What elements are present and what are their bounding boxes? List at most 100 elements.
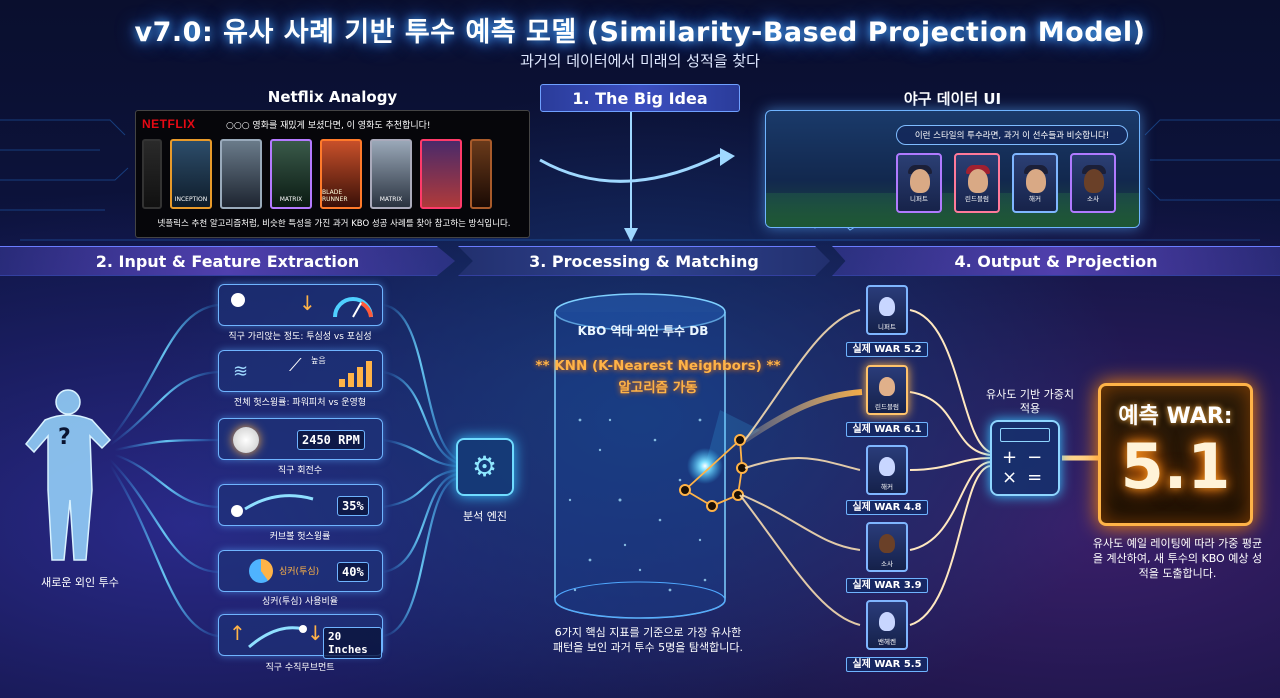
calculator-keys: +−×= bbox=[1002, 447, 1053, 488]
neighbor-card: 린드블럼 bbox=[866, 365, 908, 415]
prediction-box bbox=[1098, 383, 1253, 526]
neighbor-name: 니퍼트 bbox=[878, 323, 896, 331]
sinker-usage-value: 40% bbox=[337, 562, 369, 582]
neighbor-card: 해커 bbox=[866, 445, 908, 495]
output-description: 유사도 예일 레이팅에 따라 가중 평균을 계산하여, 새 투수의 KBO 예상… bbox=[1092, 537, 1263, 580]
feature-label: 커브볼 헛스윙률 bbox=[269, 532, 331, 542]
bat-icon: ⟋ bbox=[289, 355, 302, 376]
movie-poster: BLADE RUNNER bbox=[320, 139, 362, 209]
section-big-idea-banner: 1. The Big Idea bbox=[540, 84, 740, 112]
feature-whiff-rate: ≋ ⟋ 높음 bbox=[218, 350, 383, 392]
knn-algorithm-subtitle: 알고리즘 가동 bbox=[618, 380, 698, 396]
spin-rate-value: 2450 RPM bbox=[297, 430, 365, 450]
arrow-down-icon: ↓ bbox=[307, 621, 324, 645]
curveball-icon bbox=[231, 494, 314, 517]
database-description: 6가지 핵심 지표를 기준으로 가장 유사한 패턴을 보인 과거 투수 5명을 … bbox=[553, 626, 743, 654]
calculator-screen bbox=[1000, 428, 1050, 442]
netflix-panel: NETFLIX ○○○ 영화를 재밌게 보셨다면, 이 영화도 추천합니다! I… bbox=[135, 110, 530, 238]
player-card-name: 린드블럼 bbox=[965, 195, 989, 203]
section-input-banner: 2. Input & Feature Extraction bbox=[0, 246, 455, 276]
netflix-caption: ○○○ 영화를 재밌게 보셨다면, 이 영화도 추천합니다! bbox=[226, 121, 431, 131]
movie-poster bbox=[220, 139, 262, 209]
movie-poster: MATRIX bbox=[370, 139, 412, 209]
netflix-poster-row: INCEPTION MATRIX BLADE RUNNER MATRIX bbox=[142, 139, 526, 211]
neighbor-war: 실제 WAR 5.5 bbox=[846, 657, 928, 672]
curve-whiff-value: 35% bbox=[337, 496, 369, 516]
feature-fastball-sink: ↓ bbox=[218, 284, 383, 326]
new-pitcher-label: 새로운 외인 투수 bbox=[41, 576, 119, 589]
feature-spin-rate: 2450 RPM bbox=[218, 418, 383, 460]
player-card: 해커 bbox=[1012, 153, 1058, 213]
feature-label: 직구 수직무브먼트 bbox=[265, 663, 335, 673]
gauge-icon bbox=[333, 297, 373, 318]
neighbor-war: 실제 WAR 3.9 bbox=[846, 578, 928, 593]
player-avatar bbox=[968, 169, 988, 193]
wind-icon: ≋ bbox=[233, 361, 249, 382]
neighbor-war: 실제 WAR 4.8 bbox=[846, 500, 928, 515]
knn-algorithm-title: ** KNN (K-Nearest Neighbors) ** bbox=[535, 358, 781, 374]
feature-sinker-usage: 싱커(투심) 40% bbox=[218, 550, 383, 592]
feature-curve-whiff: 35% bbox=[218, 484, 383, 526]
player-card-name: 해커 bbox=[1029, 195, 1041, 203]
player-avatar bbox=[879, 534, 895, 553]
player-avatar bbox=[879, 457, 895, 476]
page-title: v7.0: 유사 사례 기반 투수 예측 모델 (Similarity-Base… bbox=[134, 17, 1146, 48]
vertical-movement-value: 20 Inches bbox=[323, 627, 382, 659]
baseball-ui-caption: 이런 스타일의 투수라면, 과거 이 선수들과 비슷합니다! bbox=[896, 125, 1128, 145]
prediction-label: 예측 WAR: bbox=[1118, 404, 1233, 429]
feature-label: 직구 회전수 bbox=[277, 466, 323, 476]
feature-label: 직구 가리앉는 정도: 투심성 vs 포심성 bbox=[228, 332, 372, 342]
baseball-ui-title: 야구 데이터 UI bbox=[903, 90, 1002, 108]
movie-poster: INCEPTION bbox=[170, 139, 212, 209]
neighbor-name: 밴헤켄 bbox=[878, 638, 896, 646]
feature-label: 전체 헛스윙률: 파워피처 vs 운영형 bbox=[233, 398, 367, 408]
section-output-banner: 4. Output & Projection bbox=[832, 246, 1280, 276]
player-card: 소사 bbox=[1070, 153, 1116, 213]
neighbor-name: 린드블럼 bbox=[875, 403, 899, 411]
analysis-engine-label: 분석 엔진 bbox=[463, 510, 507, 523]
neighbor-war: 실제 WAR 5.2 bbox=[846, 342, 928, 357]
movie-poster bbox=[470, 139, 492, 209]
spinning-ball-icon bbox=[233, 427, 259, 453]
movie-poster: MATRIX bbox=[270, 139, 312, 209]
arrow-up-icon: ↑ bbox=[229, 621, 246, 645]
similarity-weight-label: 유사도 기반 가중치 적용 bbox=[986, 388, 1074, 416]
player-avatar bbox=[910, 169, 930, 193]
player-card: 린드블럼 bbox=[954, 153, 1000, 213]
prediction-value: 5.1 bbox=[1120, 430, 1231, 503]
analysis-engine-chip: ⚙ bbox=[456, 438, 514, 496]
player-card-name: 니퍼트 bbox=[910, 195, 928, 203]
neighbor-name: 해커 bbox=[881, 483, 893, 491]
movie-poster bbox=[420, 139, 462, 209]
player-avatar bbox=[1026, 169, 1046, 193]
trajectory-icon bbox=[248, 625, 307, 649]
page-subtitle: 과거의 데이터에서 미래의 성적을 찾다 bbox=[520, 52, 760, 70]
database-title: KBO 역대 외인 투수 DB bbox=[577, 324, 709, 338]
player-avatar bbox=[1084, 169, 1104, 193]
baseball-ui-panel: 이런 스타일의 투수라면, 과거 이 선수들과 비슷합니다! 니퍼트 린드블럼 … bbox=[765, 110, 1140, 228]
arrow-down-icon: ↓ bbox=[299, 291, 316, 315]
donut-chart-icon bbox=[249, 559, 273, 583]
player-avatar bbox=[879, 612, 895, 631]
bar-chart-icon bbox=[339, 361, 372, 387]
section-processing-banner: 3. Processing & Matching bbox=[458, 246, 830, 276]
baseball-icon bbox=[231, 293, 245, 307]
neighbor-name: 소사 bbox=[881, 560, 893, 568]
sinker-tag: 싱커(투심) bbox=[279, 567, 320, 577]
player-card-name: 소사 bbox=[1087, 195, 1099, 203]
gear-icon: ⚙ bbox=[472, 450, 498, 483]
neighbor-war: 실제 WAR 6.1 bbox=[846, 422, 928, 437]
movie-poster bbox=[142, 139, 162, 209]
whiff-badge: 높음 bbox=[311, 356, 326, 365]
question-mark-icon: ? bbox=[58, 425, 71, 450]
neighbor-card: 소사 bbox=[866, 522, 908, 572]
calculator-icon: +−×= bbox=[990, 420, 1060, 496]
feature-vertical-movement: ↑ ↓ 20 Inches bbox=[218, 614, 383, 659]
netflix-description: 넷플릭스 추천 알고리즘처럼, 비슷한 특성을 가진 과거 KBO 성공 사례를… bbox=[157, 219, 511, 229]
player-avatar bbox=[879, 297, 895, 316]
feature-label: 싱커(투심) 사용비율 bbox=[261, 597, 339, 607]
player-card: 니퍼트 bbox=[896, 153, 942, 213]
player-avatar bbox=[879, 377, 895, 396]
netflix-analogy-title: Netflix Analogy bbox=[267, 88, 398, 106]
